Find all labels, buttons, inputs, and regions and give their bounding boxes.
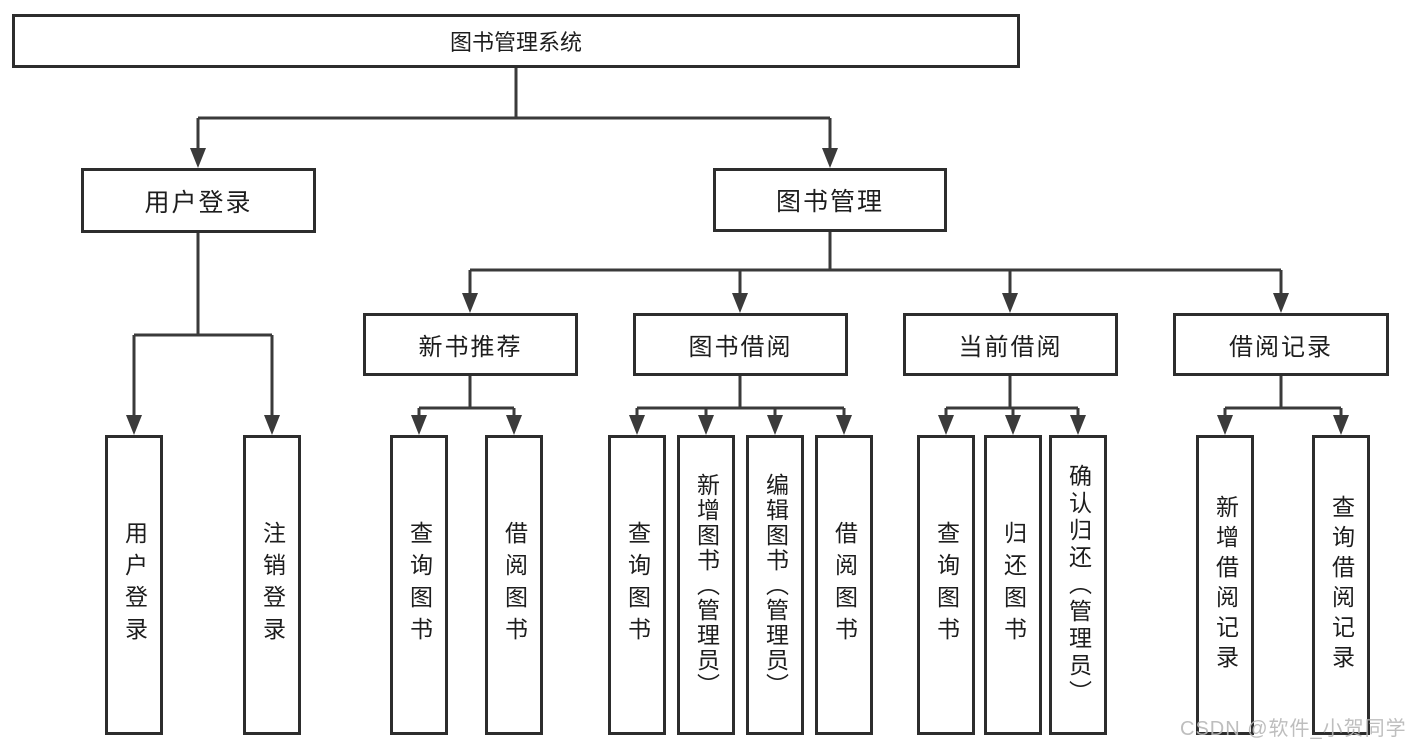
- leaf-query-books-recommend: 查询图书: [390, 435, 448, 735]
- connector-borrow-to-leaves: [629, 376, 852, 435]
- node-current-borrow: 当前借阅: [903, 313, 1118, 376]
- leaf-logout: 注销登录: [243, 435, 301, 735]
- leaf-borrow-books: 借阅图书: [815, 435, 873, 735]
- leaf-add-books-admin: 新增图书（管理员）: [677, 435, 735, 735]
- connector-records-to-leaves: [1217, 376, 1349, 435]
- node-book-management: 图书管理: [713, 168, 947, 232]
- connector-current-to-leaves: [938, 376, 1086, 435]
- connector-root-to-level2: [190, 68, 838, 168]
- node-borrow-records: 借阅记录: [1173, 313, 1389, 376]
- node-new-book-recommend: 新书推荐: [363, 313, 578, 376]
- node-user-login: 用户登录: [81, 168, 316, 233]
- leaf-return-books: 归还图书: [984, 435, 1042, 735]
- leaf-confirm-return-admin: 确认归还（管理员）: [1049, 435, 1107, 735]
- leaf-query-books-borrow: 查询图书: [608, 435, 666, 735]
- leaf-query-books-current: 查询图书: [917, 435, 975, 735]
- leaf-borrow-books-recommend: 借阅图书: [485, 435, 543, 735]
- leaf-add-borrow-record: 新增借阅记录: [1196, 435, 1254, 735]
- connector-book-management-to-level3: [462, 232, 1289, 313]
- connector-user-login-to-leaves: [126, 233, 280, 435]
- leaf-edit-books-admin: 编辑图书（管理员）: [746, 435, 804, 735]
- leaf-query-borrow-record: 查询借阅记录: [1312, 435, 1370, 735]
- connector-new-book-to-leaves: [411, 376, 522, 435]
- root-node-library-system: 图书管理系统: [12, 14, 1020, 68]
- leaf-user-login: 用户登录: [105, 435, 163, 735]
- node-book-borrow: 图书借阅: [633, 313, 848, 376]
- csdn-watermark: CSDN @软件_小贺同学: [1180, 718, 1405, 740]
